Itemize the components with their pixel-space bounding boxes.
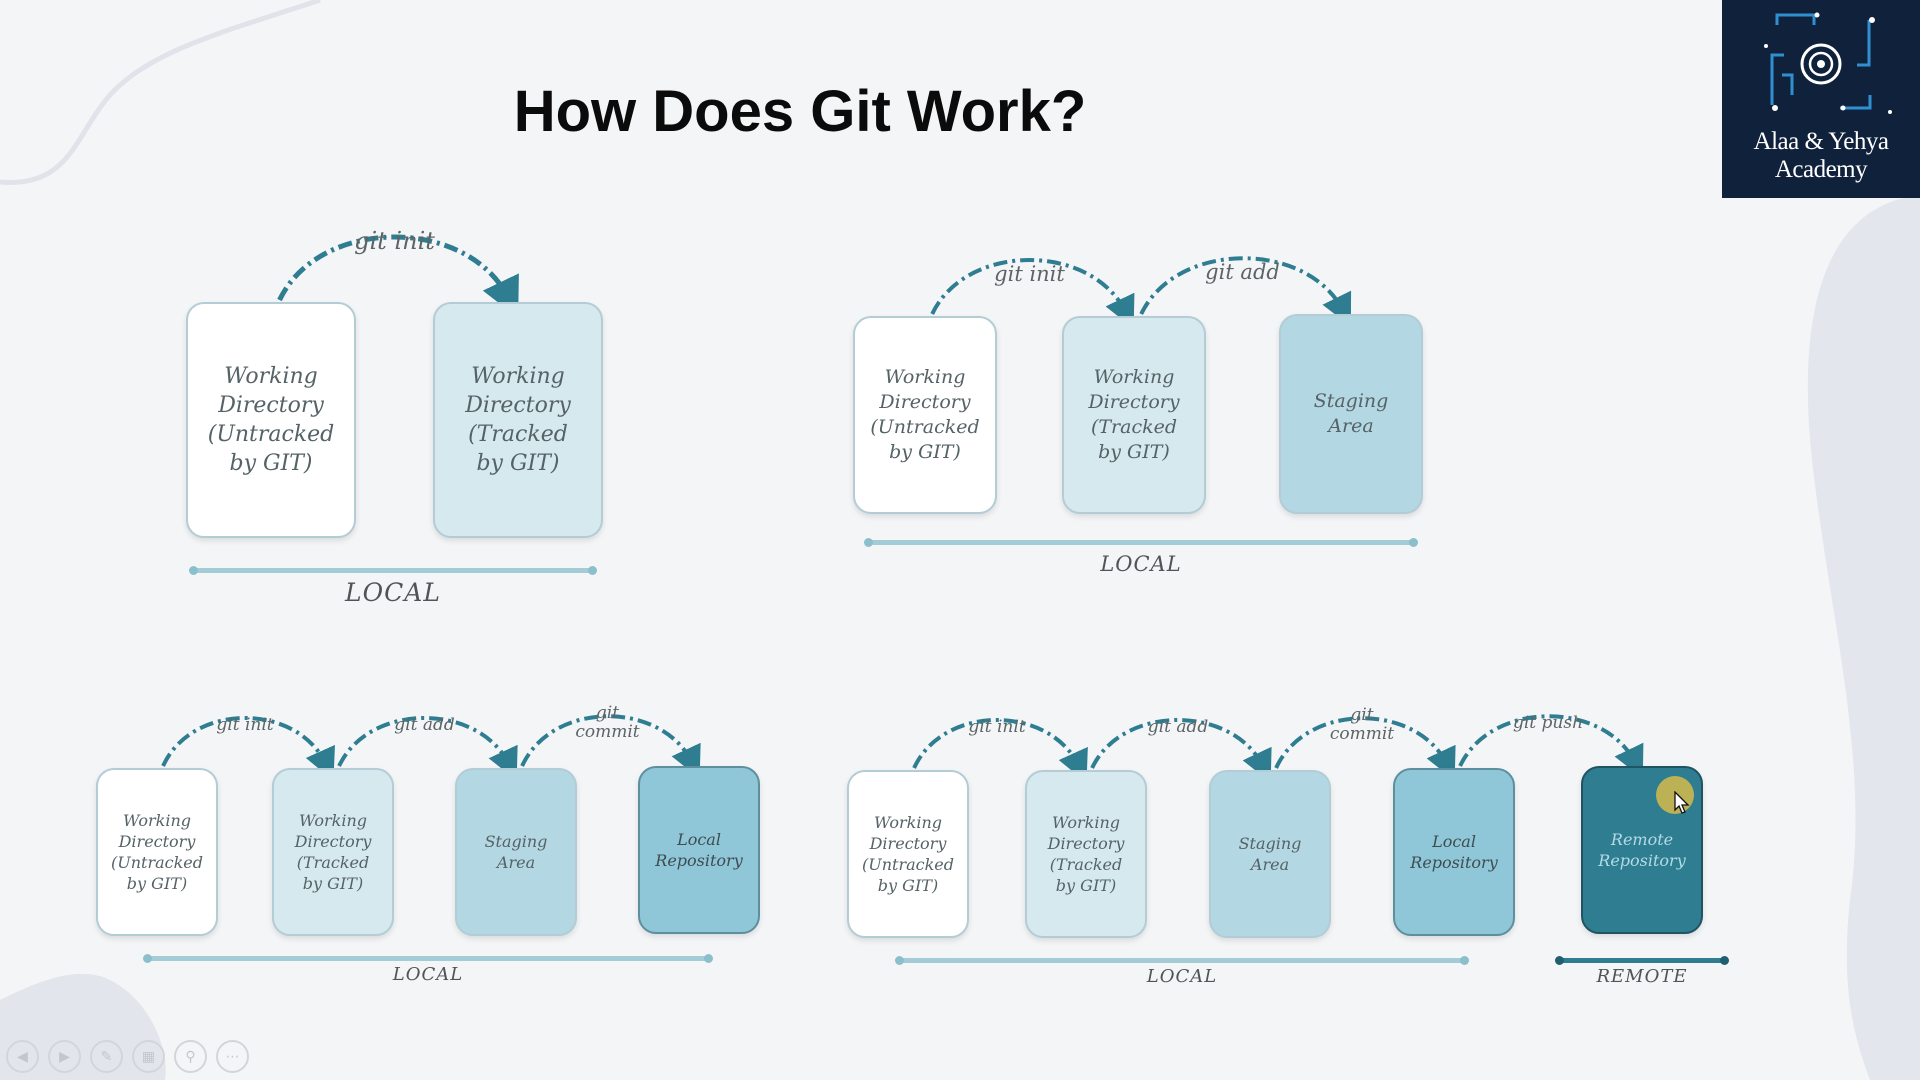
- command-label: git init: [994, 262, 1065, 286]
- local-box: Local Repository: [1393, 768, 1515, 936]
- tracked-box-label: Working Directory (Tracked by GIT): [1088, 365, 1180, 464]
- arrow-git-commit: [1274, 716, 1456, 781]
- slide-title: How Does Git Work?: [513, 79, 1087, 144]
- arrow-git-push: [1458, 714, 1644, 779]
- local-bar: [895, 956, 1469, 965]
- academy-logo: Alaa & Yehya Academy: [1722, 0, 1920, 198]
- remote-label: REMOTE: [1596, 966, 1688, 987]
- local-bar: [864, 538, 1418, 547]
- local-box-label: Local Repository: [1410, 831, 1498, 872]
- command-label: git init: [968, 717, 1026, 737]
- local-label: LOCAL: [1146, 966, 1218, 987]
- local-label: LOCAL: [345, 578, 441, 607]
- local-box-label: Local Repository: [655, 829, 743, 870]
- arrow-git-init: [277, 234, 519, 319]
- command-label: git init: [216, 715, 274, 735]
- staging-box: Staging Area: [1209, 770, 1331, 938]
- bottom-left-shape: [0, 973, 166, 1080]
- staging-box-label: Staging Area: [1313, 389, 1389, 437]
- pen-icon[interactable]: ✎: [90, 1040, 123, 1073]
- untracked-box-label: Working Directory (Untracked by GIT): [207, 363, 335, 477]
- staging-box: Staging Area: [1279, 314, 1423, 514]
- slideshow-controls: ◀ ▶ ✎ ▦ ⚲ ⋯: [6, 1040, 249, 1073]
- tracked-box: Working Directory (Tracked by GIT): [1025, 770, 1147, 938]
- command-label: git commit: [1329, 704, 1395, 745]
- untracked-box-label: Working Directory (Untracked by GIT): [110, 810, 203, 894]
- logo-emblem-icon: [1764, 12, 1892, 114]
- local-label: LOCAL: [1100, 552, 1182, 576]
- command-label: git add: [394, 715, 455, 735]
- tracked-box: Working Directory (Tracked by GIT): [1062, 316, 1206, 514]
- command-label: git push: [1512, 713, 1584, 733]
- remote-bar: [1555, 956, 1729, 965]
- next-icon[interactable]: ▶: [48, 1040, 81, 1073]
- command-label: git commit: [575, 702, 640, 743]
- untracked-box: Working Directory (Untracked by GIT): [186, 302, 356, 538]
- zoom-icon[interactable]: ⚲: [174, 1040, 207, 1073]
- untracked-box: Working Directory (Untracked by GIT): [853, 316, 997, 514]
- untracked-box-label: Working Directory (Untracked by GIT): [870, 365, 980, 464]
- local-label: LOCAL: [392, 964, 464, 985]
- tracked-box: Working Directory (Tracked by GIT): [433, 302, 603, 538]
- arrow-git-init: [161, 716, 335, 781]
- tracked-box-label: Working Directory (Tracked by GIT): [294, 810, 372, 894]
- command-label: git add: [1147, 717, 1209, 737]
- arrow-git-init: [912, 718, 1088, 783]
- top-left-curve: [0, 0, 321, 185]
- arrow-git-add: [1139, 256, 1352, 327]
- more-icon[interactable]: ⋯: [216, 1040, 249, 1073]
- staging-box: Staging Area: [455, 768, 577, 936]
- arrow-git-commit: [520, 714, 701, 779]
- untracked-box-label: Working Directory (Untracked by GIT): [861, 812, 954, 896]
- right-side-shape: [1807, 195, 1920, 1080]
- previous-icon[interactable]: ◀: [6, 1040, 39, 1073]
- local-box: Local Repository: [638, 766, 760, 934]
- local-bar: [189, 566, 597, 575]
- remote-box-label: Remote Repository: [1598, 829, 1686, 870]
- untracked-box: Working Directory (Untracked by GIT): [96, 768, 218, 936]
- untracked-box: Working Directory (Untracked by GIT): [847, 770, 969, 938]
- command-label: git init: [354, 227, 435, 255]
- local-bar: [143, 954, 713, 963]
- command-label: git add: [1205, 260, 1280, 284]
- tracked-box-label: Working Directory (Tracked by GIT): [465, 363, 571, 477]
- slides-icon[interactable]: ▦: [132, 1040, 165, 1073]
- mouse-cursor-icon: [1674, 791, 1690, 814]
- tracked-box-label: Working Directory (Tracked by GIT): [1047, 812, 1125, 896]
- arrow-git-add: [1090, 718, 1272, 783]
- logo-text: Alaa & Yehya Academy: [1753, 128, 1889, 183]
- staging-box-label: Staging Area: [1238, 833, 1302, 874]
- arrow-git-init: [930, 258, 1135, 329]
- tracked-box: Working Directory (Tracked by GIT): [272, 768, 394, 936]
- staging-box-label: Staging Area: [484, 831, 548, 872]
